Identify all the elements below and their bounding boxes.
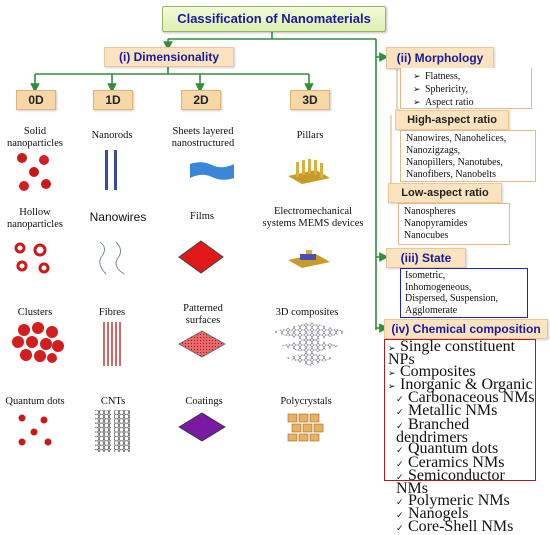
chem-item: ✓Ceramics NMs [396,453,505,471]
nanorods-image [105,150,117,190]
polycrystals-image [287,413,324,442]
chem-item: ✓Carbonaceous NMs [396,389,535,407]
label-coatings: Coatings [185,396,223,407]
label-mems: Electromechanical systems MEMS devices [262,206,364,229]
morphology-item: ➢Sphericity, [413,84,468,95]
chem-item: ✓Quantum dots [396,440,499,458]
morphology-header: (ii) Morphology [386,47,494,69]
high-aspect-line: Nanozigzags, [406,145,461,156]
low-aspect-header: Low-aspect ratio [388,183,502,203]
state-line: Dispersed, Suspension, [405,293,499,304]
chemical-composition-list: ➢Single constituent NPs ➢Composites ➢Ino… [384,338,536,535]
label-solid-nanoparticles: Solid nanoparticles [7,126,63,149]
high-aspect-line: Nanopillers, Nanotubes, [406,157,503,168]
label-cnts: CNTs [100,396,126,407]
clusters-image [12,322,64,363]
label-nanorods: Nanorods [91,130,133,141]
chem-item: ➢Single constituent NPs [388,338,516,369]
label-3d-composites: 3D composites [275,307,339,318]
diagram-title: Classification of Nanomaterials [162,6,386,32]
patterned-surfaces-image [178,330,226,358]
cnts-image [95,410,130,452]
state-list: Isometric, Inhomogeneous, Dispersed, Sus… [400,268,528,318]
low-aspect-list: Nanospheres Nanopyramides Nanocubes [398,203,510,245]
label-pillars: Pillars [296,130,324,141]
morphology-item: ➢Flatness, [413,71,461,82]
chem-item: ✓Branched dendrimers [396,415,470,447]
label-clusters: Clusters [17,307,53,318]
chem-item: ✓Metallic NMs [396,402,498,420]
fibres-image [103,322,121,366]
mems-device-image [288,250,330,268]
morphology-list: ➢Flatness, ➢Sphericity, ➢Aspect ratio [400,68,532,109]
chem-item: ➢Composites [388,362,476,380]
quantum-dots-image [18,414,52,446]
sheets-image [190,162,234,180]
pillars-image [288,159,330,184]
label-fibres: Fibres [98,307,126,318]
morphology-item: ➢Aspect ratio [413,97,474,108]
3d-composites-image [272,322,348,366]
solid-nanoparticles-image [17,153,51,191]
dim-1d-box: 1D [93,90,133,110]
state-line: Inhomogeneous, [405,281,472,293]
dim-3d-box: 3D [290,90,330,110]
low-aspect-line: Nanospheres [404,206,456,217]
state-line: Agglomerate [405,304,458,316]
high-aspect-list: Nanowires, Nanohelices, Nanozigzags, Nan… [400,130,536,182]
chem-item: ✓Core-Shell NMs [396,518,514,535]
label-quantum-dots: Quantum dots [5,396,65,407]
low-aspect-line: Nanopyramides [404,218,468,229]
label-films: Films [190,211,214,222]
nanowires-image [99,241,125,275]
chemical-composition-header: (iv) Chemical composition [384,319,548,339]
label-sheets: Sheets layered nanostructured [171,126,235,149]
connector-lines [30,31,400,333]
low-aspect-line: Nanocubes [404,230,449,241]
chem-item: ➢Inorganic & Organic [388,375,533,393]
label-hollow-nanoparticles: Hollow nanoparticles [7,207,63,230]
dim-0d-box: 0D [16,90,56,110]
state-header: (iii) State [386,248,466,268]
high-aspect-line: Nanofibers, Nanobelts [406,169,496,180]
label-polycrystals: Polycrystals [280,396,332,407]
dim-2d-box: 2D [181,90,221,110]
hollow-nanoparticles-image [14,242,50,274]
label-nanowires: Nanowires [89,210,147,224]
label-patterned-surfaces: Patterned surfaces [183,303,223,326]
coatings-image [178,412,226,442]
films-image [178,240,224,274]
state-line: Isometric, [405,270,446,281]
high-aspect-line: Nanowires, Nanohelices, [406,133,507,144]
dimensionality-header: (i) Dimensionality [104,47,234,67]
high-aspect-header: High-aspect ratio [395,110,509,130]
